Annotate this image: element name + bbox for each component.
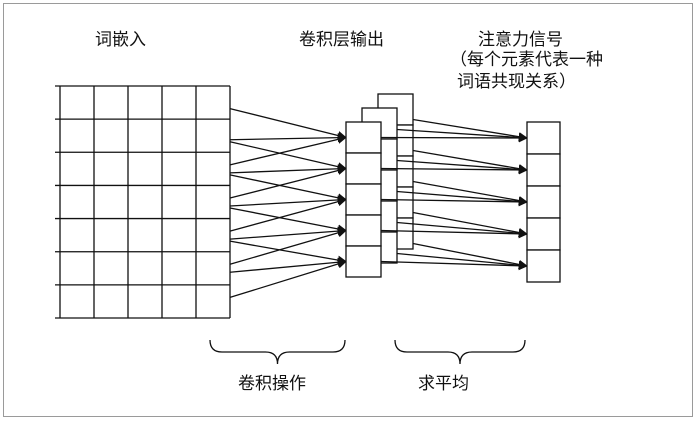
attention-cell (526, 185, 561, 219)
conv-arrow (229, 107, 347, 140)
conv-arrow (229, 133, 347, 143)
average-operation-label: 求平均 (418, 374, 469, 394)
average-operation-brace (394, 339, 526, 365)
average-arrow (412, 211, 528, 237)
average-arrow (412, 180, 528, 206)
average-arrow (380, 229, 528, 239)
word-embedding-label: 词嵌入 (95, 30, 146, 50)
attention-cell (526, 217, 561, 251)
attention-vector (526, 121, 561, 283)
conv-arrow (229, 174, 347, 203)
average-arrow (380, 260, 528, 271)
conv-arrow (229, 207, 347, 234)
average-arrow (396, 128, 528, 143)
conv-operation-brace (209, 339, 346, 365)
conv-arrow (229, 197, 347, 232)
conv-output-cell (345, 183, 382, 216)
average-arrow (380, 197, 528, 207)
average-arrow (396, 190, 528, 206)
operation-braces (209, 339, 526, 365)
conv-arrow (229, 134, 347, 166)
average-arrow (412, 118, 528, 142)
conv-arrow (229, 257, 347, 273)
average-arrow (396, 159, 528, 174)
attention-subtitle-line2: 词语共现关系） (457, 72, 576, 92)
conv-arrow (229, 195, 347, 207)
attention-cell (526, 121, 561, 155)
attention-subtitle-line1: （每个元素代表一种 (450, 50, 603, 70)
average-arrow (380, 165, 528, 175)
conv-arrow (229, 141, 347, 172)
attention-title-label: 注意力信号 (478, 30, 563, 50)
conv-output-stack (345, 93, 414, 278)
conv-output-cell (345, 214, 382, 247)
average-arrow (396, 252, 528, 270)
conv-operation-label: 卷积操作 (238, 374, 306, 394)
conv-arrow (229, 226, 347, 240)
convolution-arrows (229, 107, 347, 299)
conv-output-cell (345, 152, 382, 185)
average-arrow (412, 149, 528, 174)
conv-arrow (229, 259, 347, 299)
conv-arrow (229, 228, 347, 265)
attention-cell (526, 153, 561, 187)
average-arrow (412, 242, 528, 269)
conv-arrow (229, 164, 347, 174)
attention-cell (526, 249, 561, 283)
conv-output-cell (345, 121, 382, 154)
conv-arrow (229, 166, 347, 199)
conv-output-label: 卷积层输出 (299, 30, 384, 50)
conv-output-cell (345, 245, 382, 278)
average-arrow (380, 133, 528, 143)
averaging-arrows (380, 118, 528, 271)
conv-arrow (229, 240, 347, 265)
word-embedding-grid (55, 85, 231, 319)
average-arrow (396, 221, 528, 238)
